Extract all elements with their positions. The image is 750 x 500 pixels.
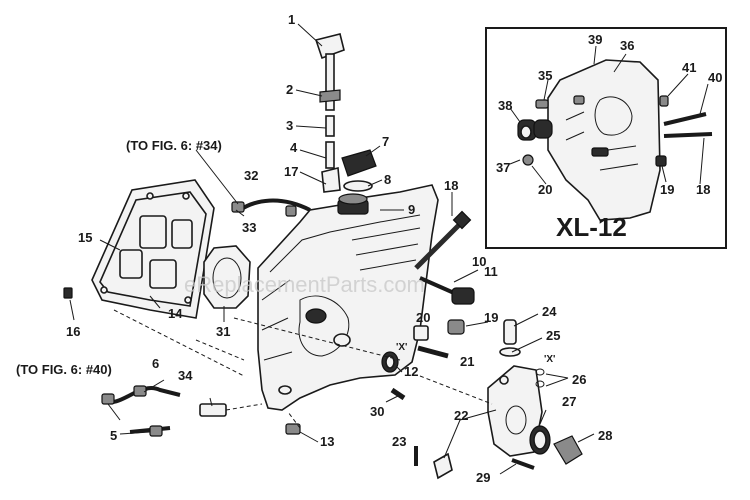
right-fittings xyxy=(413,276,475,359)
callout-number: 4 xyxy=(290,140,298,155)
callout-number: 32 xyxy=(244,168,258,183)
callout-number: 26 xyxy=(572,372,586,387)
reference-fig6-34: (TO FIG. 6: #34) xyxy=(126,138,222,153)
inset-label: 20 xyxy=(538,182,552,197)
callout-number: 13 xyxy=(320,434,334,449)
callout-number: 25 xyxy=(546,328,560,343)
inset-label: 35 xyxy=(538,68,552,83)
reference-fig6-40: (TO FIG. 6: #40) xyxy=(16,362,112,377)
dipstick-assembly xyxy=(314,33,345,193)
lower-tube xyxy=(101,385,227,437)
inset-title: XL-12 xyxy=(556,212,627,242)
callout-number: 3 xyxy=(286,118,293,133)
callout-number: 22 xyxy=(454,408,468,423)
callout-number: 20 xyxy=(416,310,430,325)
callout-number: 29 xyxy=(476,470,490,485)
cover-seal xyxy=(529,425,583,465)
callout-number: 24 xyxy=(542,304,557,319)
callout-number: 5 xyxy=(110,428,117,443)
callout-number: 30 xyxy=(370,404,384,419)
callout-number: 19 xyxy=(484,310,498,325)
callout-number: 6 xyxy=(152,356,159,371)
pipe-line xyxy=(231,198,311,217)
callout-number: 21 xyxy=(460,354,474,369)
x-marker: 'X' xyxy=(544,354,555,365)
filler-cap xyxy=(341,149,377,192)
inset-label: 18 xyxy=(696,182,710,197)
callout-number: 31 xyxy=(216,324,230,339)
callout-number: 34 xyxy=(178,368,193,383)
callout-number: 28 xyxy=(598,428,612,443)
callout-number: 15 xyxy=(78,230,92,245)
inset-label: 39 xyxy=(588,32,602,47)
inset-label: 19 xyxy=(660,182,674,197)
callout-number: 8 xyxy=(384,172,391,187)
inset-label: 37 xyxy=(496,160,510,175)
seal-ring xyxy=(203,245,251,309)
callout-number: 2 xyxy=(286,82,293,97)
misc-fasteners xyxy=(63,287,535,470)
end-cover xyxy=(433,365,543,480)
plug-24 xyxy=(499,319,521,357)
callout-number: 17 xyxy=(284,164,298,179)
callout-number: 16 xyxy=(66,324,80,339)
callout-number: 27 xyxy=(562,394,576,409)
callout-number: 14 xyxy=(168,306,183,321)
leader-lines xyxy=(69,23,595,475)
inset-label: 36 xyxy=(620,38,634,53)
lower-seal xyxy=(381,351,406,401)
bolt-18 xyxy=(414,210,472,270)
callout-number: 10 xyxy=(472,254,486,269)
inset-label: 38 xyxy=(498,98,512,113)
callout-number: 7 xyxy=(382,134,389,149)
x-marker: 'X' xyxy=(396,342,407,353)
callout-number: 9 xyxy=(408,202,415,217)
inset-label: 40 xyxy=(708,70,722,85)
callout-number: 11 xyxy=(484,264,498,279)
callout-number: 33 xyxy=(242,220,256,235)
callout-number: 1 xyxy=(288,12,295,27)
inset-label: 41 xyxy=(682,60,696,75)
callout-number: 18 xyxy=(444,178,458,193)
xl12-inset xyxy=(485,27,727,249)
gasket-plate xyxy=(91,179,215,319)
callout-number: 23 xyxy=(392,434,406,449)
watermark-text: eReplacementParts.com xyxy=(184,272,425,297)
callout-number: 12 xyxy=(404,364,418,379)
o-rings xyxy=(535,368,545,388)
